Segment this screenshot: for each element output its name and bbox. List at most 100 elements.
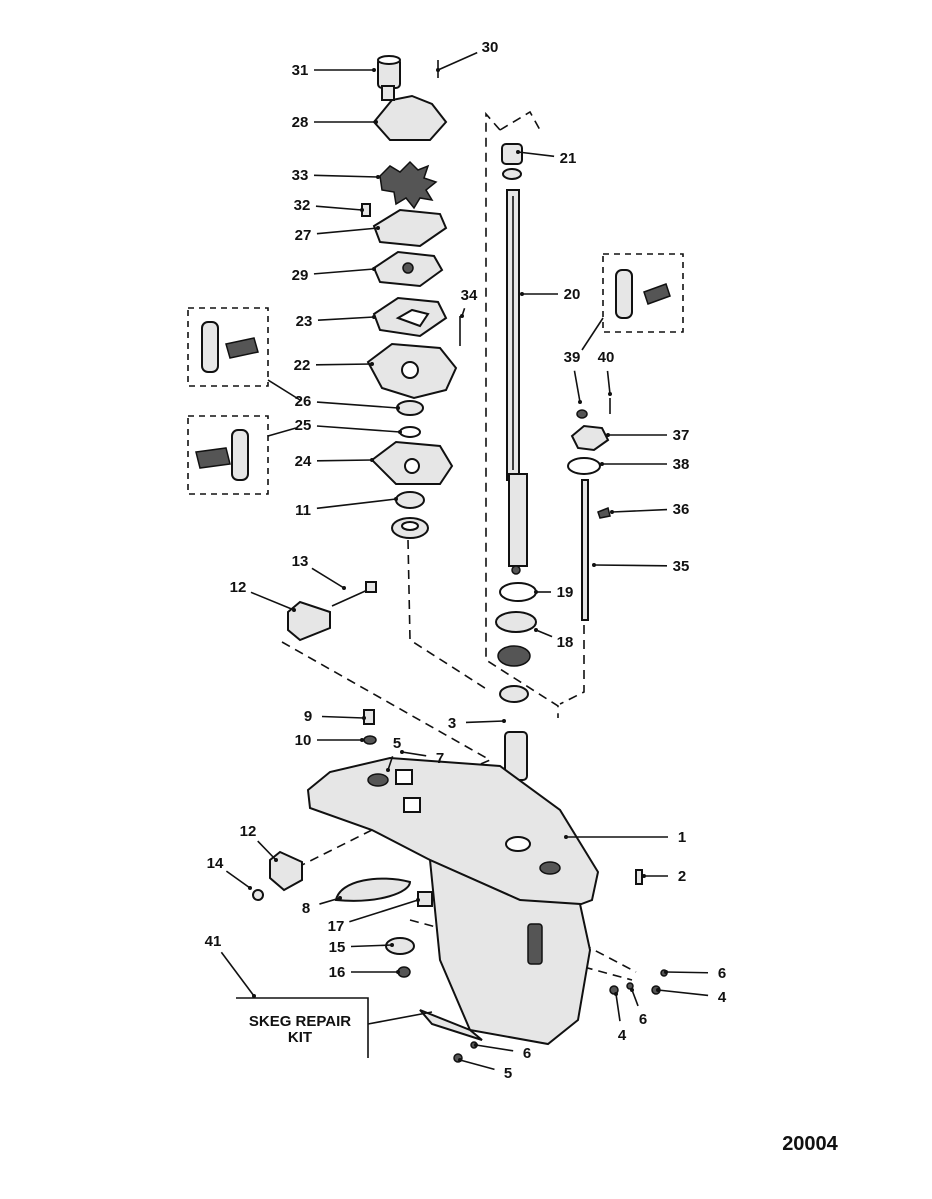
leader-arrow-c4b	[614, 992, 618, 996]
callout-label-c36: 36	[673, 501, 690, 518]
leader-line-c27	[316, 227, 379, 235]
callout-label-c4b: 4	[618, 1027, 627, 1044]
leader-line-c6b	[631, 989, 639, 1007]
leader-line-c25	[316, 425, 401, 433]
leader-arrow-c8	[338, 896, 342, 900]
callout-label-c23: 23	[296, 313, 313, 330]
callout-label-c16: 16	[329, 964, 346, 981]
leader-line-c18	[535, 629, 553, 638]
leader-line-c29	[313, 268, 375, 275]
skeg-repair-kit-bracket	[236, 997, 433, 1058]
leader-arrow-c39	[578, 400, 582, 404]
callout-label-c5a: 5	[393, 735, 401, 752]
callout-c22: 22	[294, 357, 374, 374]
callout-label-c24: 24	[295, 453, 312, 470]
callout-label-c2: 2	[678, 868, 686, 885]
leader-line-c13	[311, 567, 345, 589]
callout-c6a: 6	[664, 965, 726, 982]
leader-arrow-c36	[610, 510, 614, 514]
callout-c39: 39	[564, 349, 582, 404]
leader-line-c12a	[250, 591, 295, 611]
callout-label-c6c: 6	[523, 1045, 531, 1062]
leader-arrow-c31	[372, 68, 376, 72]
callout-label-c41: 41	[205, 933, 222, 950]
leader-arrow-c29	[372, 267, 376, 271]
callout-label-c22: 22	[294, 357, 311, 374]
leader-line-c24	[316, 459, 373, 462]
callout-label-c29: 29	[292, 267, 309, 284]
callout-c12b: 12	[240, 823, 278, 862]
callout-c9: 9	[304, 708, 366, 725]
leader-arrow-c13	[342, 586, 346, 590]
callout-label-c25: 25	[295, 417, 312, 434]
gear-housing	[306, 756, 668, 1063]
leader-line-c6c	[475, 1044, 514, 1052]
callout-c10: 10	[295, 732, 364, 749]
callout-label-c27: 27	[295, 227, 312, 244]
leader-line-c21	[517, 151, 555, 158]
detail-box-lower-left	[187, 415, 297, 495]
callout-label-c32: 32	[294, 197, 311, 214]
leader-line-c35	[593, 564, 668, 567]
leader-line-c26	[316, 401, 399, 409]
leader-arrow-c33	[376, 175, 380, 179]
callout-c25: 25	[295, 417, 402, 434]
callout-label-c9: 9	[304, 708, 312, 725]
leader-arrow-c17	[416, 898, 420, 902]
callout-c19: 19	[534, 584, 573, 601]
callout-label-c39: 39	[564, 349, 581, 366]
leader-arrow-c27	[376, 226, 380, 230]
callout-c11: 11	[295, 497, 398, 519]
leader-arrow-c6c	[474, 1043, 478, 1047]
callout-label-c21: 21	[560, 150, 577, 167]
callout-c20: 20	[520, 286, 580, 303]
callout-c4a: 4	[656, 988, 727, 1006]
leader-arrow-c30	[436, 68, 440, 72]
callout-label-c28: 28	[292, 114, 309, 131]
callout-label-c20: 20	[564, 286, 581, 303]
leader-line-c33	[313, 174, 379, 178]
leader-line-c6a	[665, 971, 709, 974]
callout-c15: 15	[329, 939, 394, 956]
callout-c6c: 6	[474, 1043, 531, 1062]
leader-arrow-c5a	[386, 768, 390, 772]
leader-line-c39	[573, 370, 581, 403]
callout-label-c1: 1	[678, 829, 686, 846]
leader-arrow-c25	[398, 430, 402, 434]
callout-c3: 3	[448, 715, 506, 732]
leader-arrow-c2	[642, 874, 646, 878]
leader-arrow-c32	[360, 208, 364, 212]
callout-c18: 18	[534, 628, 573, 651]
callout-c27: 27	[295, 226, 380, 244]
leader-arrow-c5b	[458, 1058, 462, 1062]
leader-line-c22	[315, 363, 373, 366]
callout-c1: 1	[564, 829, 686, 846]
leader-arrow-c3	[502, 719, 506, 723]
callout-label-c33: 33	[292, 167, 309, 184]
leader-arrow-c6b	[630, 988, 634, 992]
leader-arrow-c23	[372, 315, 376, 319]
callout-label-c34: 34	[461, 287, 478, 304]
shaft-parts	[495, 143, 611, 781]
leader-line-c41	[220, 951, 255, 997]
callout-c28: 28	[292, 114, 378, 131]
callout-label-c15: 15	[329, 939, 346, 956]
leader-line-c40	[606, 370, 611, 395]
leader-line-c15	[350, 944, 393, 948]
leader-arrow-c1	[564, 835, 568, 839]
figure-number: 20004	[782, 1133, 838, 1155]
callout-c29: 29	[292, 267, 376, 284]
callout-c33: 33	[292, 167, 380, 184]
leader-line-c12b	[257, 840, 277, 861]
callout-label-c40: 40	[598, 349, 615, 366]
callout-c24: 24	[295, 453, 374, 470]
callout-c12a: 12	[230, 579, 296, 612]
leader-arrow-c22	[370, 362, 374, 366]
callout-c23: 23	[296, 313, 376, 330]
leader-arrow-c10	[360, 738, 364, 742]
leader-line-c5a	[387, 756, 394, 771]
upper-parts	[361, 55, 461, 539]
callout-label-c30: 30	[482, 39, 499, 56]
leader-arrow-c7	[400, 750, 404, 754]
leader-arrow-c11	[394, 497, 398, 501]
